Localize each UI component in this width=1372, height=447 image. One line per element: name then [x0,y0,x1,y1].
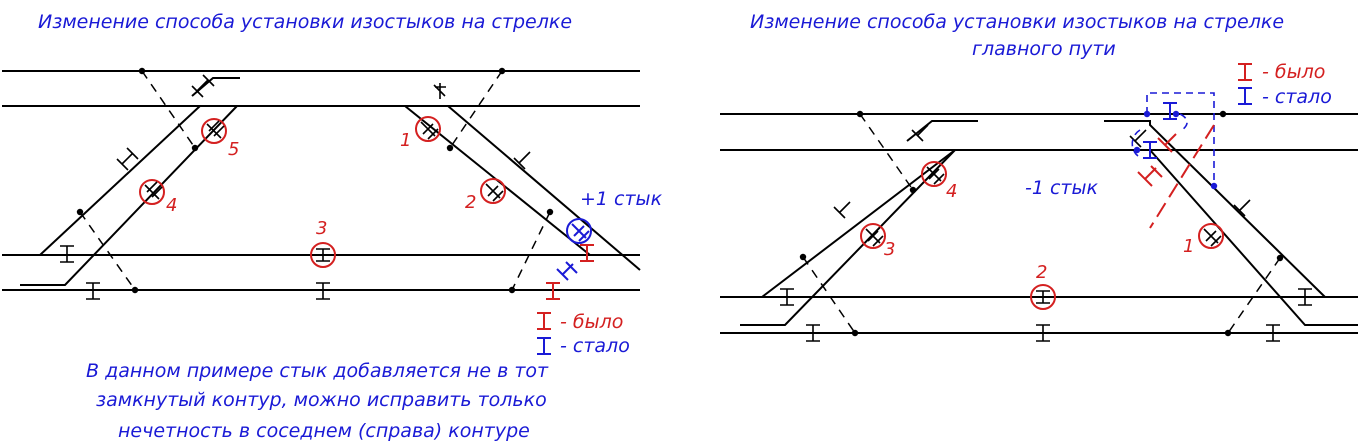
right-title-line1: Изменение способа установки изостыков на… [750,11,1284,33]
left-marker-1: 1 [400,116,441,151]
left-marker-5: 5 [201,118,239,160]
svg-text:- стало: - стало [560,335,630,357]
svg-text:4: 4 [166,195,177,216]
right-changed-area: -1 стык [1025,92,1218,229]
svg-text:замкнутый контур, можно исправ: замкнутый контур, можно исправить только [96,389,547,411]
right-legend: - было - стало [1238,61,1332,108]
svg-text:- было: - было [560,311,623,333]
right-tracks [720,113,1358,334]
svg-text:1: 1 [400,130,411,151]
svg-text:2: 2 [1036,262,1047,283]
plus-joint-label: +1 стык [580,188,663,210]
right-points [799,110,1284,337]
svg-text:В данном примере стык добавляе: В данном примере стык добавляется не в т… [86,360,549,382]
svg-text:1: 1 [1183,236,1194,257]
svg-text:3: 3 [884,239,895,260]
svg-text:4: 4 [946,181,957,202]
left-markers: 5 4 3 1 2 [139,116,506,268]
left-title: Изменение способа установки изостыков на… [38,11,572,33]
left-marker-4: 4 [139,179,177,216]
svg-text:3: 3 [316,218,327,239]
left-joints [60,74,531,300]
minus-joint-label: -1 стык [1025,177,1098,199]
right-title-line2: главного пути [972,38,1116,60]
right-marker-4: 4 [921,161,957,202]
svg-text:2: 2 [465,192,476,213]
right-marker-2: 2 [1030,262,1056,310]
left-marker-3: 3 [310,218,336,268]
right-markers: 4 3 2 1 [860,161,1224,310]
left-marker-2: 2 [465,178,506,213]
left-note: В данном примере стык добавляется не в т… [86,360,549,442]
left-legend: - было - стало [537,311,630,357]
left-added-joint: +1 стык [546,188,663,300]
svg-text:- стало: - стало [1262,86,1332,108]
right-marker-1: 1 [1183,223,1224,257]
left-points [76,67,554,294]
right-marker-3: 3 [860,223,895,260]
svg-text:- было: - было [1262,61,1325,83]
svg-text:нечетность в соседнем (справа): нечетность в соседнем (справа) контуре [118,420,530,442]
svg-text:5: 5 [228,139,239,160]
left-tracks [2,70,641,291]
right-joints [780,124,1312,342]
